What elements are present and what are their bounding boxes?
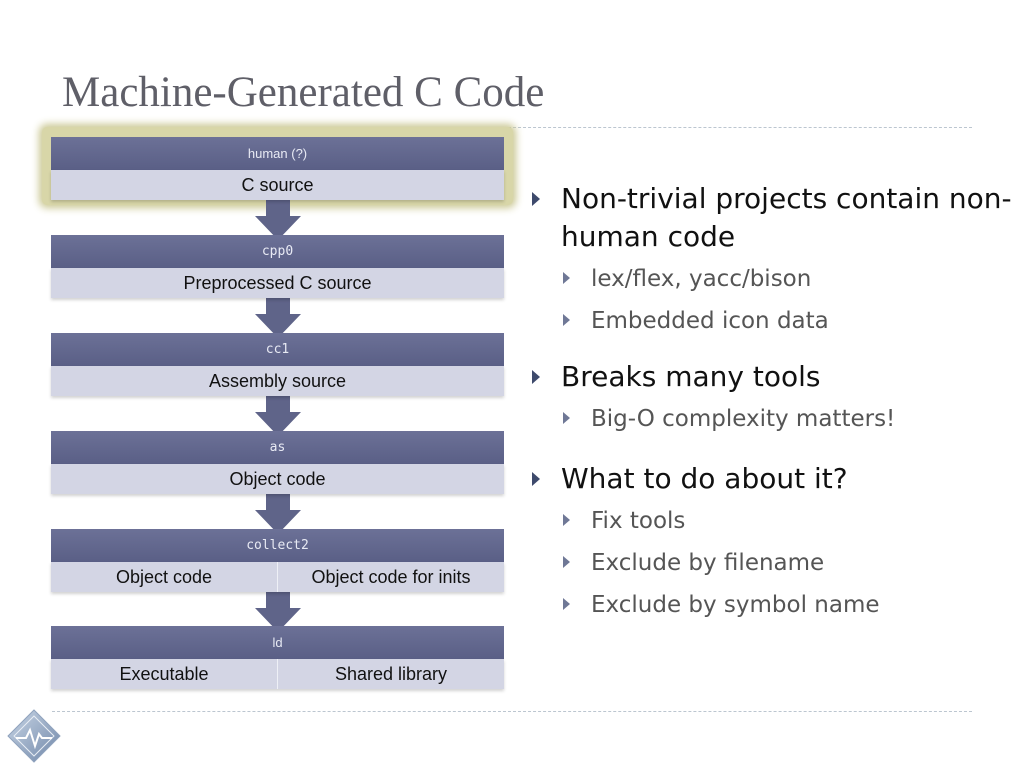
stage-output: Shared library <box>277 659 504 689</box>
diamond-pulse-logo-icon <box>7 709 61 763</box>
sub-bullet-item: Fix tools <box>532 500 1012 542</box>
stage-header: collect2 <box>51 529 504 562</box>
sub-bullet-text: Big-O complexity matters! <box>591 406 896 432</box>
stage-collect2: collect2 Object code Object code for ini… <box>51 529 504 592</box>
stage-as: as Object code <box>51 431 504 494</box>
stage-header: ld <box>51 626 504 659</box>
bullet-item: Breaks many tools <box>532 358 1012 396</box>
slide-title: Machine-Generated C Code <box>62 69 545 116</box>
sub-bullet-text: Exclude by filename <box>591 550 825 576</box>
bullet-list: Non-trivial projects contain non-human c… <box>532 180 1012 626</box>
down-arrow-icon <box>255 298 301 338</box>
sub-bullet-item: Exclude by symbol name <box>532 584 1012 626</box>
stage-human: human (?) C source <box>51 137 504 200</box>
sub-bullet-item: Embedded icon data <box>532 300 1012 342</box>
stage-output: Executable <box>119 663 209 684</box>
stage-output: Object code for inits <box>277 562 504 592</box>
bullet-item: What to do about it? <box>532 460 1012 498</box>
stage-output: Object code <box>229 468 326 489</box>
triangle-right-icon <box>563 514 570 526</box>
down-arrow-icon <box>255 494 301 534</box>
sub-bullet-text: Fix tools <box>591 508 686 534</box>
triangle-right-icon <box>532 472 540 486</box>
stage-header: human (?) <box>51 137 504 170</box>
triangle-right-icon <box>563 272 570 284</box>
stage-header: cc1 <box>51 333 504 366</box>
sub-bullet-item: lex/flex, yacc/bison <box>532 258 1012 300</box>
sub-bullet-item: Big-O complexity matters! <box>532 398 1012 440</box>
stage-output: Preprocessed C source <box>183 272 372 293</box>
stage-cc1: cc1 Assembly source <box>51 333 504 396</box>
triangle-right-icon <box>563 314 570 326</box>
bullet-text: What to do about it? <box>561 462 848 495</box>
stage-header: cpp0 <box>51 235 504 268</box>
bullet-item: Non-trivial projects contain non-human c… <box>532 180 1012 256</box>
stage-ld: ld Executable Shared library <box>51 626 504 689</box>
stage-output: Object code <box>115 566 213 587</box>
triangle-right-icon <box>563 556 570 568</box>
sub-bullet-text: Exclude by symbol name <box>591 592 880 618</box>
bullet-text: Breaks many tools <box>561 360 821 393</box>
top-divider <box>52 127 972 128</box>
stage-output: Assembly source <box>208 370 347 391</box>
sub-bullet-text: Embedded icon data <box>591 308 829 334</box>
sub-bullet-text: lex/flex, yacc/bison <box>591 266 812 292</box>
bullet-text: Non-trivial projects contain non-human c… <box>561 182 1012 253</box>
bottom-divider <box>52 711 972 712</box>
triangle-right-icon <box>532 370 540 384</box>
triangle-right-icon <box>532 192 540 206</box>
stage-cpp0: cpp0 Preprocessed C source <box>51 235 504 298</box>
triangle-right-icon <box>563 412 570 424</box>
stage-output: C source <box>241 174 314 195</box>
stage-header: as <box>51 431 504 464</box>
down-arrow-icon <box>255 396 301 436</box>
down-arrow-icon <box>255 592 301 632</box>
sub-bullet-item: Exclude by filename <box>532 542 1012 584</box>
triangle-right-icon <box>563 598 570 610</box>
down-arrow-icon <box>255 200 301 240</box>
